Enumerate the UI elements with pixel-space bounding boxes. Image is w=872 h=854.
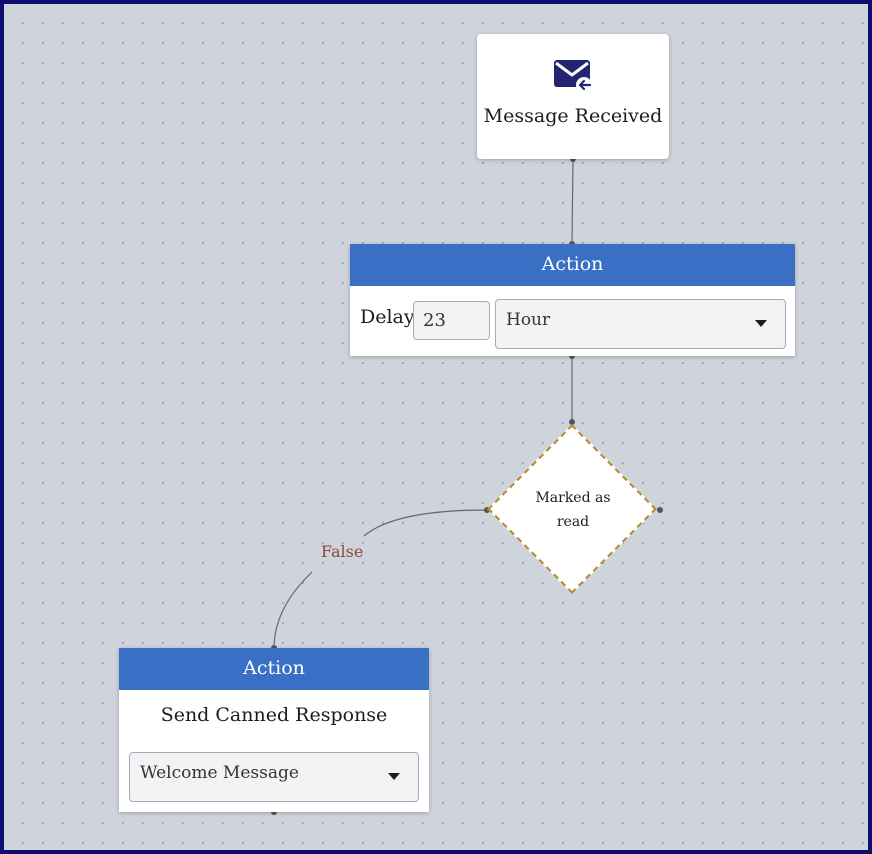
action-title: Send Canned Response bbox=[160, 704, 388, 726]
edge-label-false: False bbox=[321, 542, 364, 561]
chevron-down-icon bbox=[388, 773, 400, 780]
delay-unit-value: Hour bbox=[506, 310, 551, 330]
edge-trigger-to-delay[interactable] bbox=[571, 158, 574, 245]
envelope-reply-icon bbox=[553, 58, 593, 94]
action-header: Action bbox=[119, 648, 429, 690]
delay-label: Delay bbox=[360, 306, 415, 328]
action-node-send-canned-response[interactable]: Action Send Canned Response Welcome Mess… bbox=[119, 648, 429, 812]
action-node-delay[interactable]: Action Delay Hour bbox=[350, 244, 795, 356]
action-header: Action bbox=[350, 244, 795, 286]
canned-response-select[interactable]: Welcome Message bbox=[129, 752, 419, 802]
edges-layer bbox=[271, 156, 663, 815]
condition-label: Marked as read bbox=[535, 490, 611, 530]
canned-response-value: Welcome Message bbox=[140, 763, 299, 783]
delay-input[interactable] bbox=[413, 301, 490, 340]
port-condition-in[interactable] bbox=[569, 419, 575, 425]
trigger-node-message-received[interactable]: Message Received bbox=[477, 34, 669, 159]
port-condition-true[interactable] bbox=[657, 507, 663, 513]
edge-condition-false-to-canned[interactable] bbox=[273, 509, 488, 649]
delay-unit-select[interactable]: Hour bbox=[495, 299, 786, 349]
chevron-down-icon bbox=[755, 320, 767, 327]
trigger-title: Message Received bbox=[483, 105, 663, 127]
